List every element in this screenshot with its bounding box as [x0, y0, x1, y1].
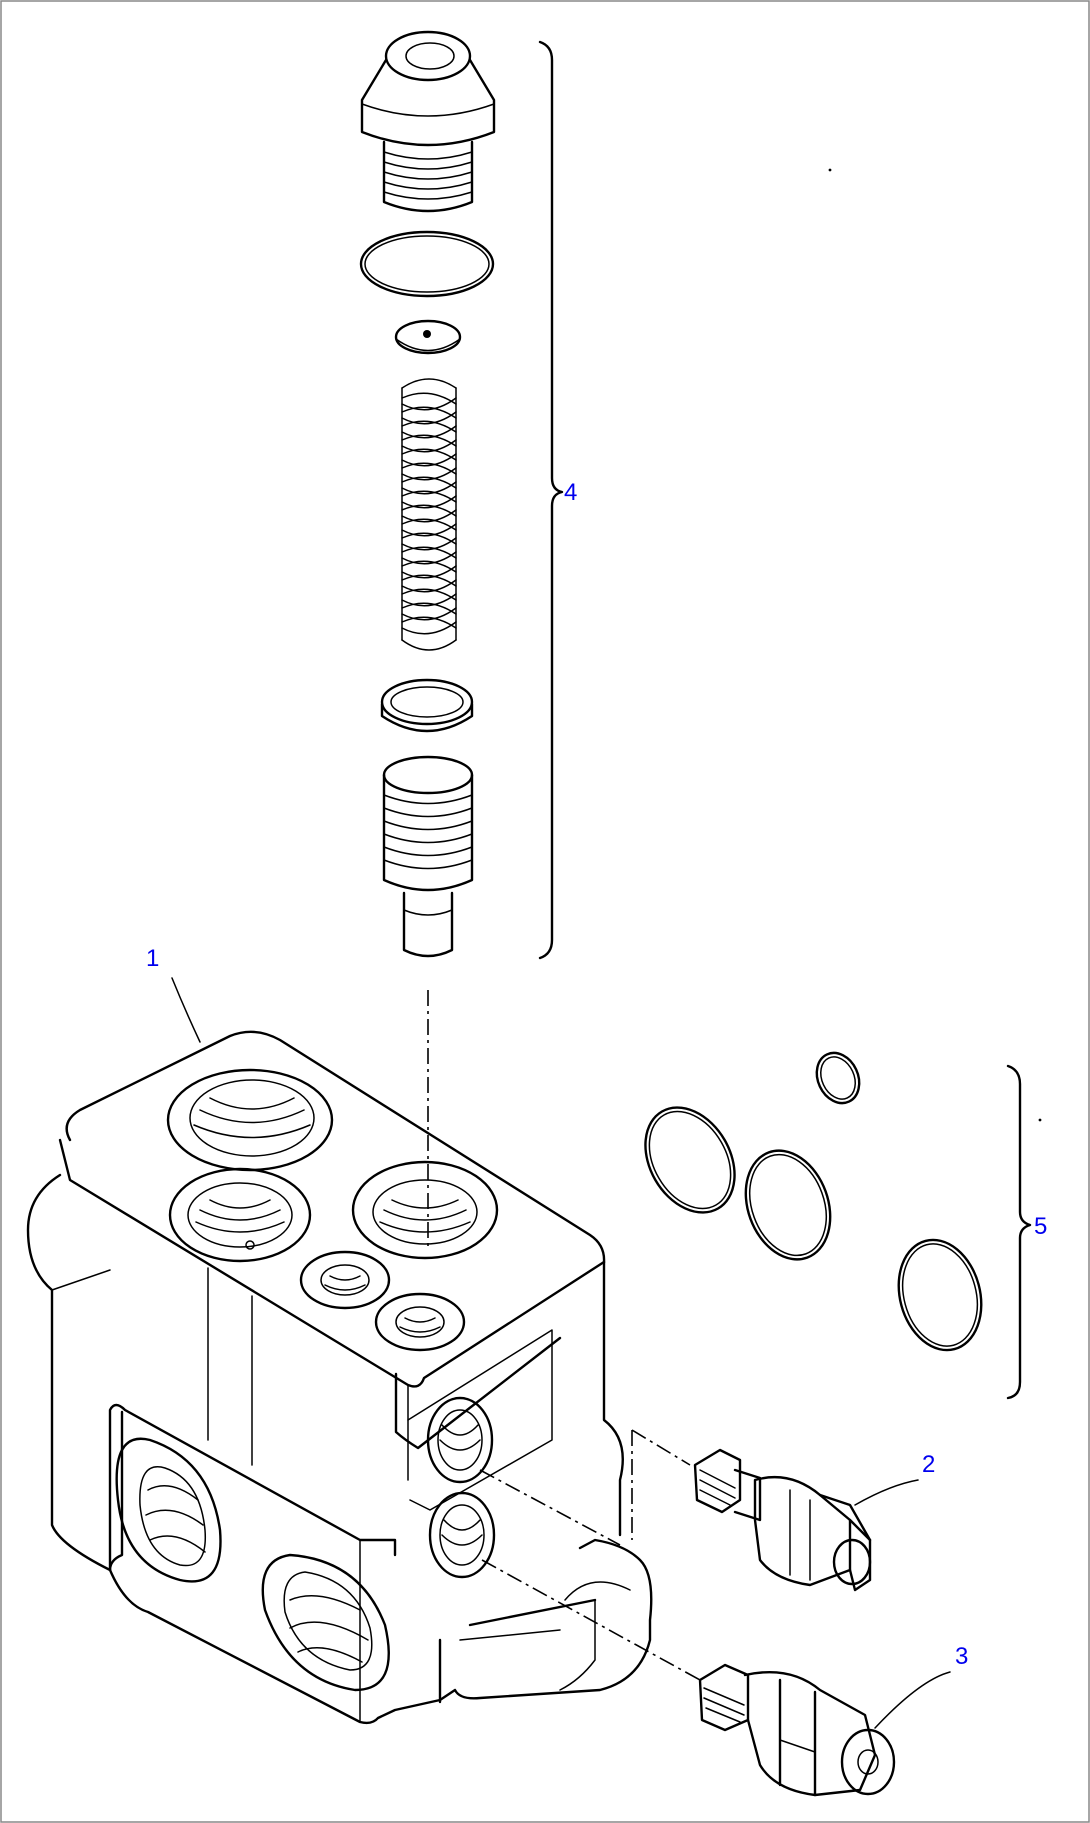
callout-3: 3	[955, 1643, 968, 1670]
valve-washer	[380, 678, 474, 733]
connection-line-3	[481, 1559, 701, 1681]
valve-spring	[401, 378, 457, 651]
valve-assembly-4	[359, 30, 564, 960]
callout-1: 1	[146, 945, 159, 972]
relief-valve-2	[693, 1448, 919, 1592]
speck	[1038, 1118, 1042, 1122]
leader-line-3	[874, 1671, 951, 1729]
connection-line-2	[479, 1429, 691, 1546]
valve-plunger	[382, 755, 474, 958]
valve-cap	[360, 30, 496, 213]
relief-valve-3	[698, 1663, 951, 1797]
valve-body-1	[26, 977, 653, 1725]
callout-4: 4	[564, 479, 577, 506]
valve-disc	[394, 319, 462, 355]
o-ring-kit-5	[644, 1051, 1032, 1400]
leader-line-1	[171, 977, 201, 1043]
speck	[828, 168, 832, 172]
bracket-4	[538, 40, 564, 960]
callout-5: 5	[1034, 1213, 1047, 1240]
o-ring-large	[359, 230, 495, 298]
callout-2: 2	[922, 1451, 935, 1478]
bracket-5	[1006, 1064, 1032, 1400]
leader-line-2	[854, 1479, 919, 1506]
